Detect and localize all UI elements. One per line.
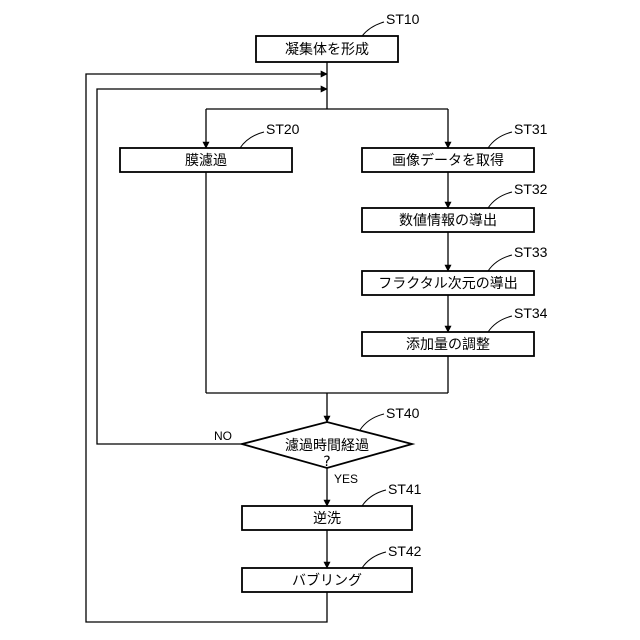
step-st10-leader — [362, 22, 384, 36]
step-st20-id: ST20 — [266, 121, 300, 137]
step-st34: 添加量の調整 ST34 — [362, 305, 548, 356]
step-st33-id: ST33 — [514, 244, 548, 260]
step-st31: 画像データを取得 ST31 — [362, 121, 548, 172]
step-st32-leader — [488, 192, 512, 208]
step-st40-text-line2: ? — [323, 454, 330, 470]
step-st42-leader — [362, 552, 386, 568]
step-st20-leader — [240, 132, 264, 148]
step-st33: フラクタル次元の導出 ST33 — [362, 244, 548, 295]
step-st20-text: 膜濾過 — [185, 153, 227, 169]
step-st32-text: 数値情報の導出 — [399, 213, 497, 229]
step-st31-id: ST31 — [514, 121, 548, 137]
step-st41-id: ST41 — [388, 481, 422, 497]
step-st31-leader — [488, 132, 512, 148]
arrow-st40-no-loop — [97, 89, 327, 444]
step-st34-id: ST34 — [514, 305, 548, 321]
branch-yes-label: YES — [334, 472, 358, 486]
step-st32: 数値情報の導出 ST32 — [362, 181, 548, 232]
step-st34-leader — [488, 316, 512, 332]
step-st10-id: ST10 — [386, 11, 420, 27]
step-st42: バブリング ST42 — [242, 543, 422, 592]
step-st41: 逆洗 ST41 — [242, 481, 422, 530]
step-st34-text: 添加量の調整 — [406, 337, 490, 353]
step-st40-leader — [360, 414, 384, 430]
step-st40: 濾過時間経過 ? ST40 — [242, 405, 420, 470]
step-st31-text: 画像データを取得 — [392, 152, 504, 169]
step-st40-text-line1: 濾過時間経過 — [285, 438, 369, 454]
step-st33-leader — [488, 255, 512, 271]
step-st42-text: バブリング — [292, 572, 362, 589]
step-st41-leader — [362, 490, 386, 506]
step-st20: 膜濾過 ST20 — [120, 121, 300, 172]
step-st32-id: ST32 — [514, 181, 548, 197]
step-st41-text: 逆洗 — [313, 511, 341, 527]
step-st33-text: フラクタル次元の導出 — [378, 276, 517, 292]
step-st10-text: 凝集体を形成 — [285, 41, 369, 58]
step-st42-id: ST42 — [388, 543, 422, 559]
step-st40-id: ST40 — [386, 405, 420, 421]
branch-no-label: NO — [214, 429, 232, 443]
step-st10: 凝集体を形成 ST10 — [256, 11, 420, 62]
